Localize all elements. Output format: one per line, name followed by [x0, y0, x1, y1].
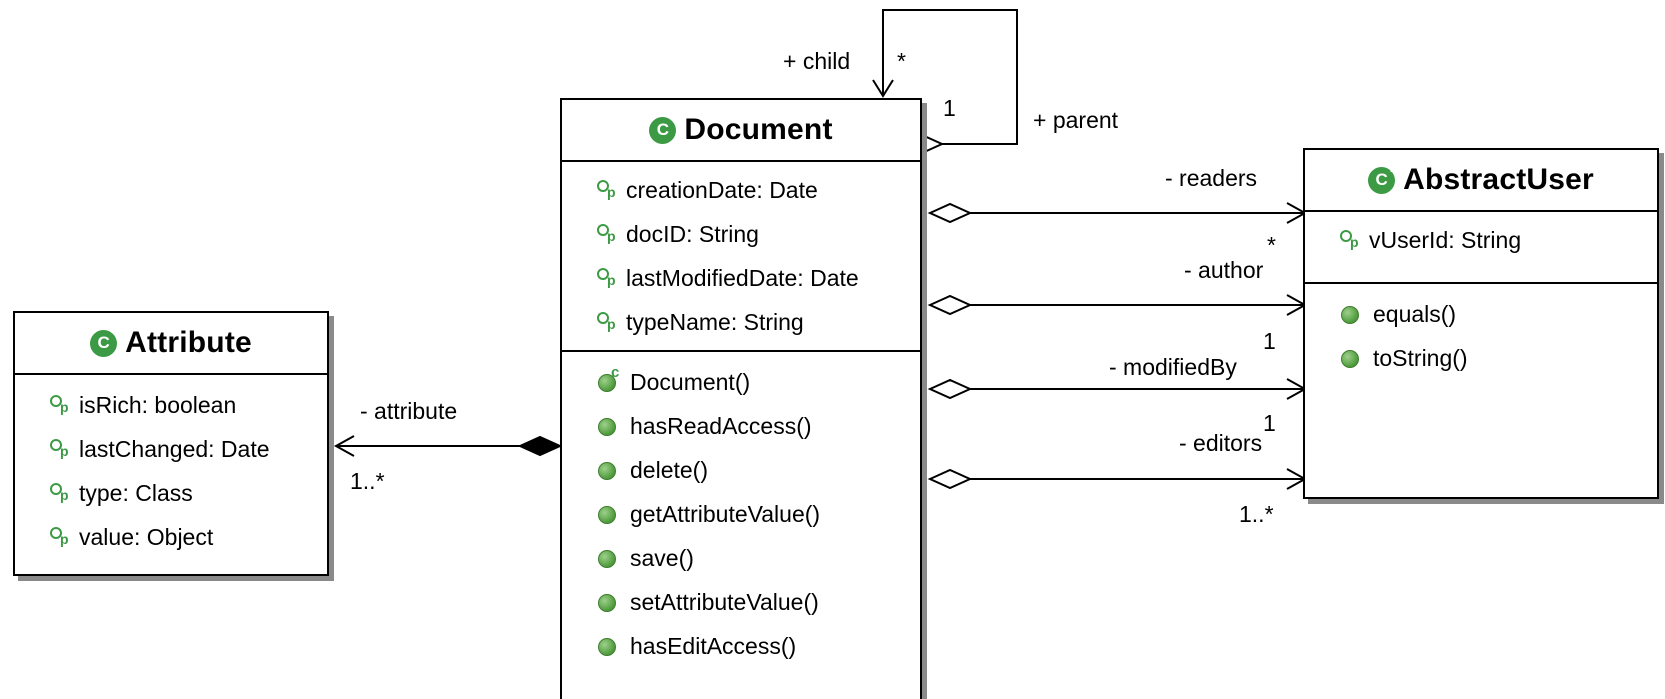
public-field-icon: p [45, 390, 79, 420]
public-field-icon: p [1335, 225, 1369, 255]
operation-row: hasEditAccess() [590, 624, 920, 668]
public-method-icon [590, 587, 630, 617]
modified-by-multiplicity-label: 1 [1263, 410, 1276, 436]
public-method-icon [590, 499, 630, 529]
editors-multiplicity-label: 1..* [1239, 501, 1274, 527]
public-field-icon: p [45, 478, 79, 508]
attribute-role-label: - attribute [360, 398, 458, 424]
parent-multiplicity-label: 1 [943, 95, 956, 121]
public-field-icon: p [592, 307, 626, 337]
modified-by-role-label: - modifiedBy [1109, 354, 1237, 380]
public-method-icon [1333, 343, 1373, 373]
attribute-composition-diamond [517, 435, 563, 457]
public-method-icon [590, 543, 630, 573]
child-role-label: + child [783, 48, 851, 74]
parent-role-label: + parent [1033, 107, 1119, 133]
public-field-icon: p [45, 522, 79, 552]
operation-row: delete() [590, 448, 920, 492]
child-multiplicity-label: * [897, 48, 906, 74]
attribute-multiplicity-label: 1..* [350, 468, 385, 494]
public-field-icon: p [45, 434, 79, 464]
readers-aggregation-diamond [927, 202, 973, 224]
class-icon: C [649, 116, 677, 144]
operation-row: setAttributeValue() [590, 580, 920, 624]
abstract-user-class-name: AbstractUser [1403, 163, 1594, 196]
document-class-name: Document [684, 113, 833, 146]
readers-multiplicity-label: * [1267, 232, 1276, 258]
public-field-icon: p [592, 219, 626, 249]
child-arrowhead [872, 79, 894, 98]
readers-role-label: - readers [1165, 165, 1258, 191]
public-field-icon: p [592, 175, 626, 205]
author-role-label: - author [1184, 257, 1264, 283]
abstract-user-operations: equals() toString() [1305, 284, 1657, 380]
public-method-icon [1333, 299, 1373, 329]
class-icon: C [90, 329, 118, 357]
self-association-line [882, 9, 1018, 145]
operation-row: save() [590, 536, 920, 580]
public-method-icon [590, 411, 630, 441]
attribute-arrowhead [333, 435, 355, 457]
operation-row: getAttributeValue() [590, 492, 920, 536]
attribute-class-header: C Attribute [15, 313, 327, 375]
public-method-icon [590, 631, 630, 661]
author-multiplicity-label: 1 [1263, 328, 1276, 354]
public-method-icon [590, 455, 630, 485]
editors-role-label: - editors [1179, 430, 1263, 456]
constructor-icon: c [590, 364, 630, 397]
author-aggregation-diamond [927, 294, 973, 316]
editors-aggregation-diamond [927, 468, 973, 490]
document-class-header: C Document [562, 100, 920, 162]
modified-by-aggregation-diamond [927, 378, 973, 400]
operation-row: toString() [1333, 336, 1657, 380]
attribute-class-name: Attribute [125, 326, 252, 359]
operation-row: hasReadAccess() [590, 404, 920, 448]
public-field-icon: p [592, 263, 626, 293]
operation-row: equals() [1333, 292, 1657, 336]
